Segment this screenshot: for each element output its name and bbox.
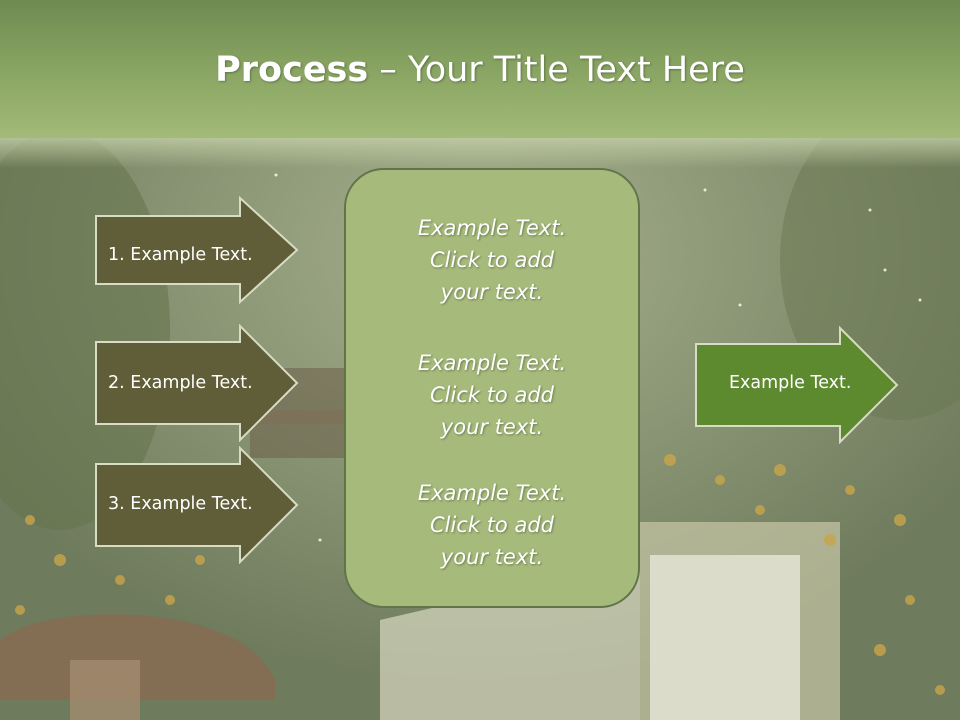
- paragraph-3-line-1: Example Text.: [417, 481, 567, 505]
- paragraph-3-line-3: your text.: [440, 545, 544, 569]
- paragraph-1-line-2: Click to add: [429, 248, 554, 272]
- center-content-box[interactable]: [344, 168, 640, 608]
- title-bar-fade: [0, 138, 960, 168]
- step-label-3: 3. Example Text.: [108, 494, 253, 514]
- paragraph-2-line-3: your text.: [440, 415, 544, 439]
- center-paragraph-3[interactable]: Example Text. Click to add your text.: [344, 477, 640, 573]
- title-rest-text: – Your Title Text Here: [368, 50, 745, 90]
- title-bar: [0, 0, 960, 138]
- center-paragraph-1[interactable]: Example Text. Click to add your text.: [344, 212, 640, 308]
- step-arrow-3[interactable]: [94, 446, 300, 564]
- step-arrow-1[interactable]: [94, 196, 300, 304]
- slide-title[interactable]: Process – Your Title Text Here: [0, 50, 960, 90]
- paragraph-2-line-1: Example Text.: [417, 351, 567, 375]
- title-bold-text: Process: [215, 50, 369, 90]
- result-arrow[interactable]: [694, 326, 900, 444]
- paragraph-1-line-3: your text.: [440, 280, 544, 304]
- result-arrow-label: Example Text.: [729, 373, 852, 393]
- step-arrow-2[interactable]: [94, 324, 300, 442]
- paragraph-2-line-2: Click to add: [429, 383, 554, 407]
- paragraph-3-line-2: Click to add: [429, 513, 554, 537]
- step-label-2: 2. Example Text.: [108, 373, 253, 393]
- step-label-1: 1. Example Text.: [108, 245, 253, 265]
- center-paragraph-2[interactable]: Example Text. Click to add your text.: [344, 347, 640, 443]
- paragraph-1-line-1: Example Text.: [417, 216, 567, 240]
